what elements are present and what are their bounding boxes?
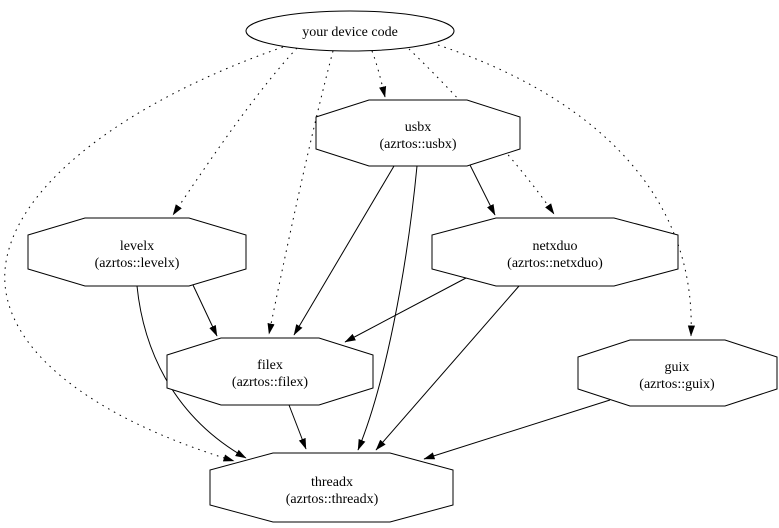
- edge-levelx-threadx: [136, 285, 247, 459]
- edge-device-usbx: [371, 50, 387, 98]
- node-netxduo: netxduo (azrtos::netxduo): [431, 217, 679, 287]
- threadx-octagon: [209, 452, 454, 523]
- device-label: your device code: [302, 25, 398, 40]
- node-levelx: levelx (azrtos::levelx): [27, 217, 247, 287]
- edge-device-filex: [267, 50, 334, 335]
- filex-sublabel: (azrtos::filex): [232, 375, 309, 390]
- edge-levelx-filex: [192, 284, 218, 337]
- node-filex: filex (azrtos::filex): [166, 337, 374, 406]
- guix-label: guix: [665, 360, 690, 375]
- levelx-octagon: [27, 217, 247, 287]
- edge-device-guix: [437, 44, 696, 337]
- levelx-label: levelx: [120, 239, 154, 254]
- netxduo-label: netxduo: [532, 239, 577, 254]
- netxduo-sublabel: (azrtos::netxduo): [507, 256, 603, 271]
- node-guix: guix (azrtos::guix): [577, 339, 778, 407]
- edge-usbx-filex: [293, 165, 395, 336]
- edge-device-levelx: [172, 47, 298, 216]
- threadx-sublabel: (azrtos::threadx): [286, 492, 379, 507]
- usbx-label: usbx: [405, 120, 431, 135]
- edge-filex-threadx: [288, 404, 307, 450]
- netxduo-octagon: [431, 217, 679, 287]
- node-usbx: usbx (azrtos::usbx): [315, 99, 521, 167]
- usbx-sublabel: (azrtos::usbx): [380, 137, 457, 152]
- edge-netxduo-threadx: [375, 285, 520, 451]
- usbx-octagon: [315, 99, 521, 167]
- threadx-label: threadx: [311, 475, 353, 490]
- edge-usbx-threadx: [357, 165, 418, 451]
- levelx-sublabel: (azrtos::levelx): [95, 256, 180, 271]
- device-ellipse: [245, 10, 455, 52]
- edge-usbx-netxduo: [469, 164, 496, 216]
- edge-guix-threadx: [423, 399, 611, 460]
- edges-layer: [4, 44, 696, 462]
- guix-sublabel: (azrtos::guix): [639, 377, 715, 392]
- filex-label: filex: [257, 358, 283, 373]
- filex-octagon: [166, 337, 374, 406]
- node-threadx: threadx (azrtos::threadx): [209, 452, 454, 523]
- guix-octagon: [577, 339, 778, 407]
- edge-netxduo-filex: [344, 277, 467, 343]
- node-device: your device code: [245, 10, 455, 52]
